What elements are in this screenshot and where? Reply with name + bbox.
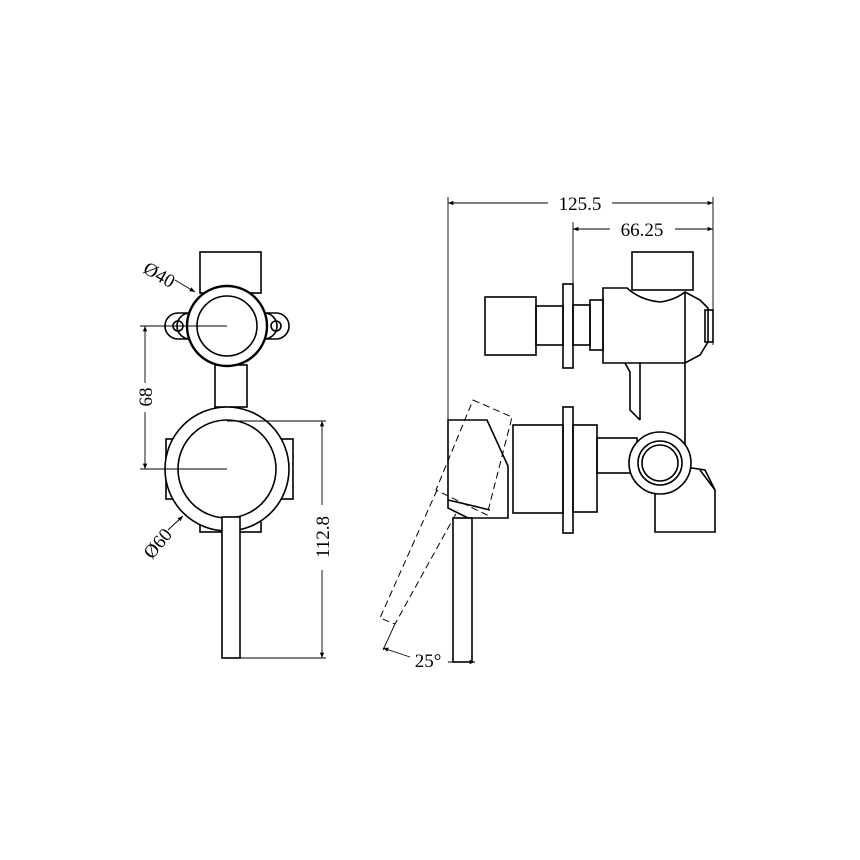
bottom-block bbox=[654, 469, 716, 533]
connecting-body bbox=[624, 362, 641, 421]
front-view: 68 112.8 Ø40 Ø60 bbox=[136, 251, 334, 659]
upper-flange-plate bbox=[562, 283, 574, 369]
lever-handle-side bbox=[452, 517, 473, 663]
dim-center-distance: 68 bbox=[136, 388, 157, 407]
diverter-knob bbox=[484, 296, 537, 356]
dim-small-diameter: Ø40 bbox=[140, 258, 179, 293]
mixer-cylinder bbox=[512, 424, 564, 514]
dim-body-depth: 66.25 bbox=[621, 220, 664, 241]
dim-lever-angle: 25° bbox=[415, 651, 442, 672]
diverter-stem bbox=[535, 305, 564, 346]
side-nub bbox=[704, 309, 714, 343]
lever-handle-front bbox=[221, 516, 241, 659]
side-top-stub bbox=[631, 251, 694, 291]
dim-overall-height: 112.8 bbox=[313, 516, 334, 558]
rotated-lever-housing bbox=[435, 399, 513, 516]
mounting-hole-right bbox=[270, 320, 282, 332]
upper-body bbox=[602, 287, 709, 364]
dim-overall-depth: 125.5 bbox=[559, 194, 602, 215]
connecting-neck bbox=[214, 364, 248, 408]
dim-large-diameter: Ø60 bbox=[140, 525, 177, 564]
lever-housing bbox=[447, 419, 509, 519]
rotated-lever-handle bbox=[379, 489, 459, 625]
lower-flange-plate bbox=[562, 406, 574, 534]
outlet-inner-ring bbox=[637, 440, 683, 486]
side-view: 125.5 66.25 25° bbox=[379, 194, 716, 672]
